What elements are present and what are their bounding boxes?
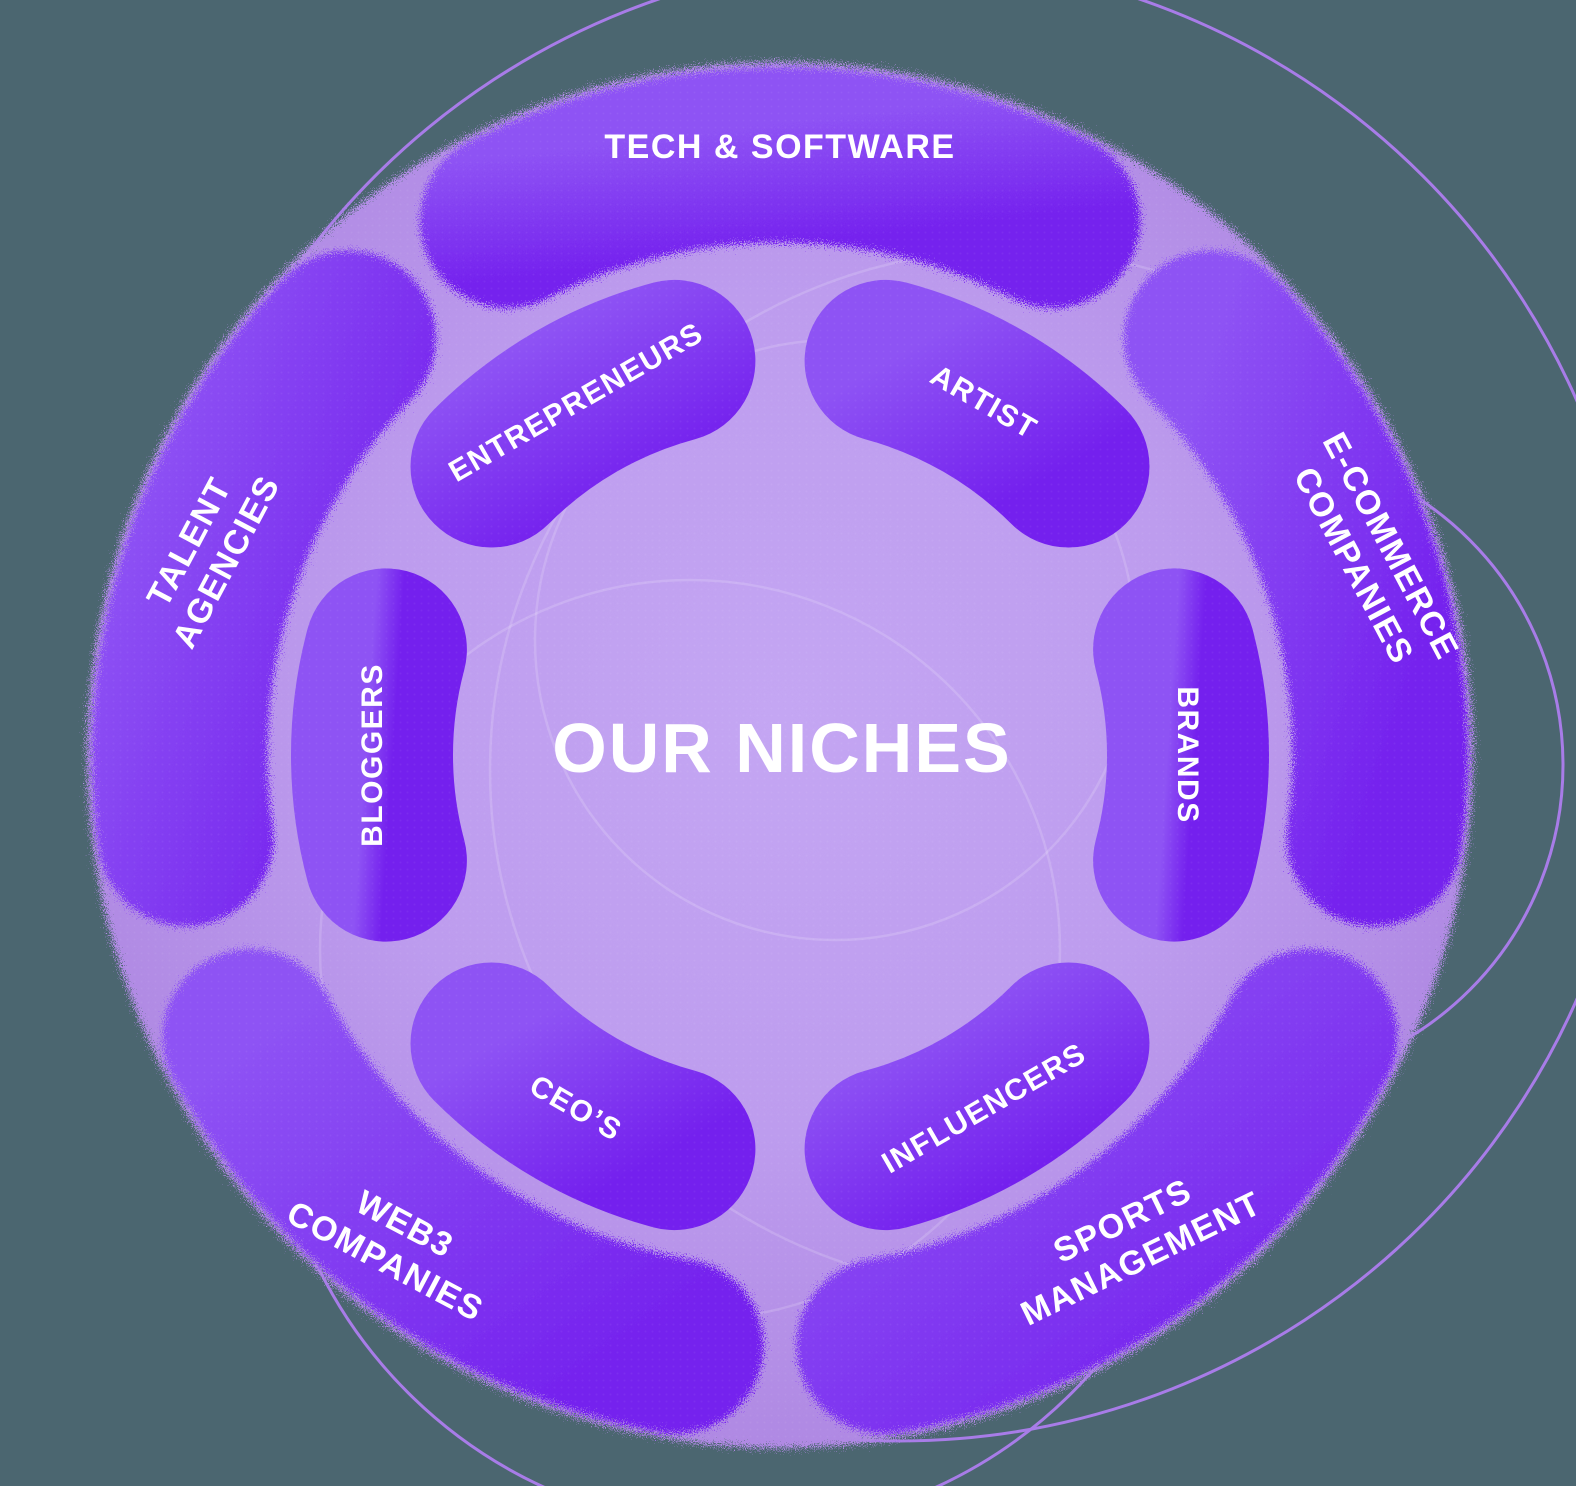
dot-texture-overlay xyxy=(90,65,1470,1445)
inner-label-bloggers: BLOGGERS xyxy=(356,663,389,847)
inner-label-brands: BRANDS xyxy=(1171,686,1204,823)
outer-label-tech-software: TECH & SOFTWARE xyxy=(604,128,955,166)
center-title: OUR NICHES xyxy=(552,709,1011,787)
